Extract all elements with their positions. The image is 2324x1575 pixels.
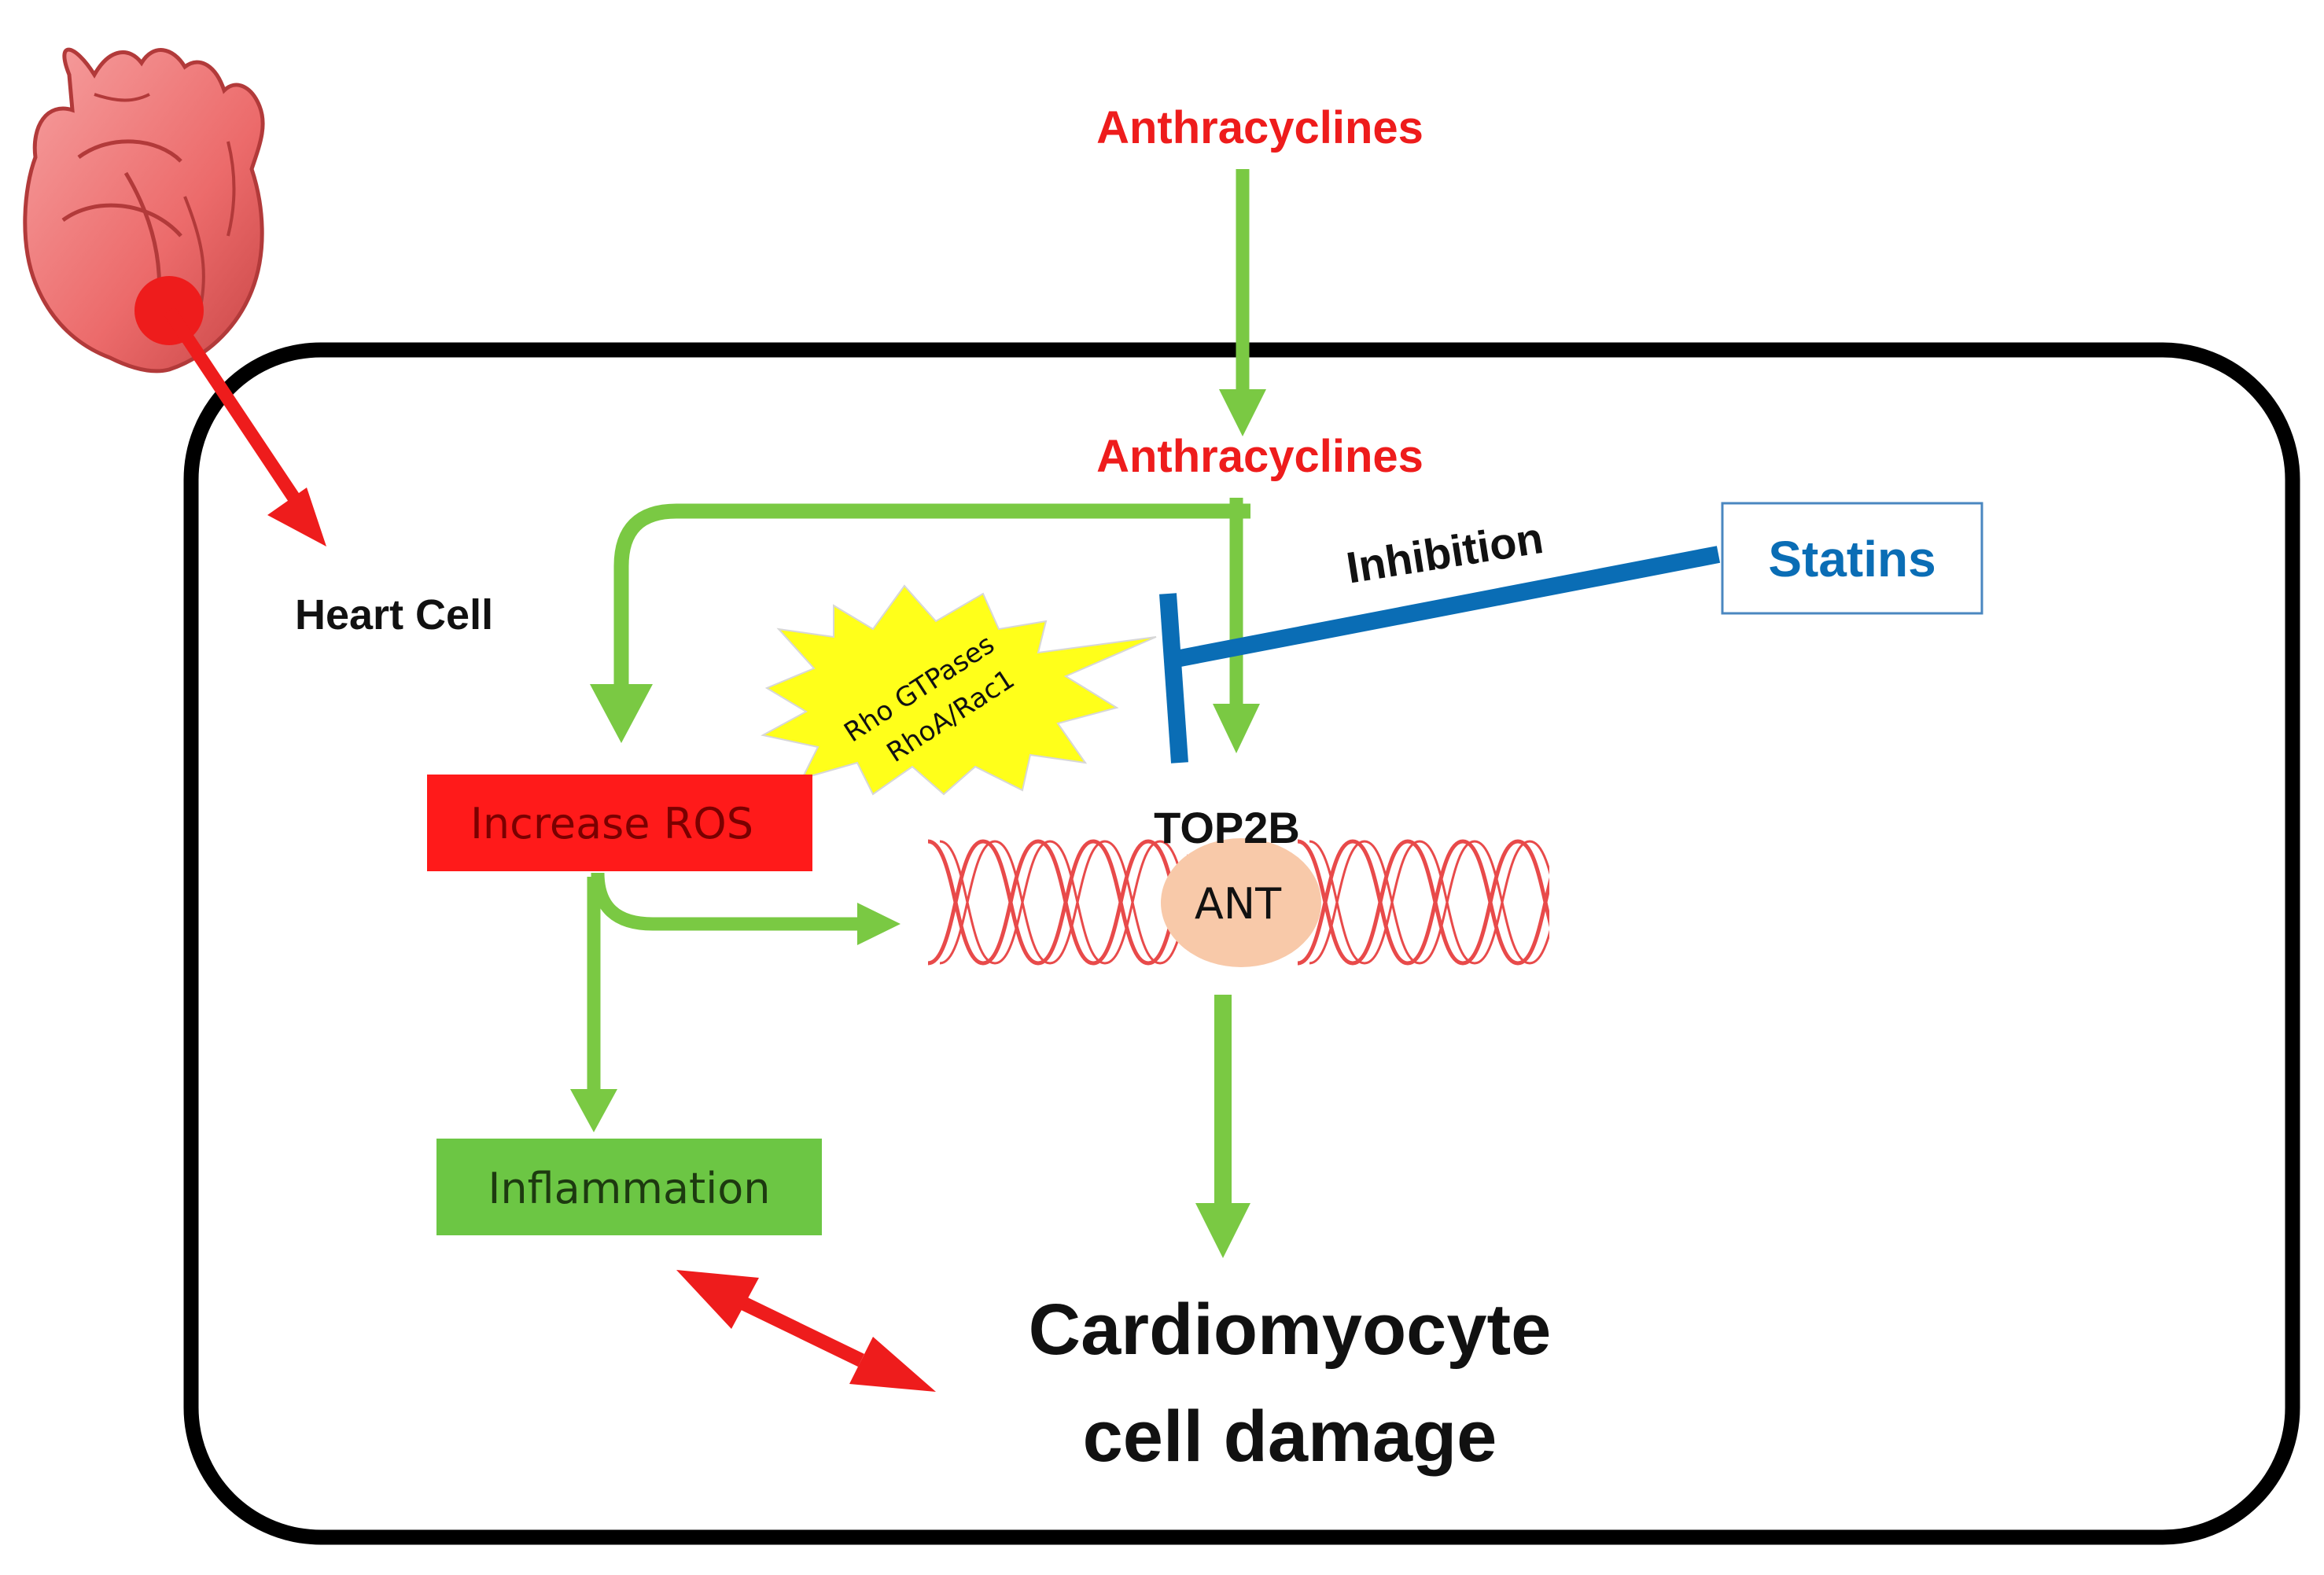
anthracyclines-inside-label: Anthracyclines xyxy=(1096,431,1423,482)
anthracyclines-outside-label: Anthracyclines xyxy=(1096,102,1423,153)
activation-arrows xyxy=(587,169,1250,1211)
uptake-arrowhead xyxy=(1219,389,1266,436)
top2b-arrowhead xyxy=(1213,704,1260,753)
increase-ros-box xyxy=(427,775,812,871)
ros-arrowhead xyxy=(590,684,653,743)
dna-to-damage-arrowhead xyxy=(1195,1203,1250,1258)
ros-to-dna-arrow xyxy=(591,872,861,931)
inhibition-bar xyxy=(1159,593,1188,764)
statins-label: Statins xyxy=(1768,531,1935,587)
heart-cell-label: Heart Cell xyxy=(295,591,493,638)
dna-helix xyxy=(928,839,1549,966)
rho-gtpase-starburst xyxy=(761,584,1157,796)
statin-inhibition xyxy=(1159,546,1721,764)
ant-label: ANT xyxy=(1195,879,1282,929)
inflammation-label: Inflammation xyxy=(488,1164,771,1213)
ros-to-inflammation-arrowhead xyxy=(570,1089,617,1132)
cardiomyocyte-label: Cardiomyocyte xyxy=(1029,1290,1552,1370)
ros-to-dna-arrowhead xyxy=(857,903,901,945)
statins-box xyxy=(1721,502,1983,615)
inhibition-line xyxy=(1166,546,1721,669)
top2b-label: TOP2B xyxy=(1154,803,1300,852)
inflammation-box xyxy=(436,1139,822,1235)
inflammation-damage-double-arrow xyxy=(676,1270,936,1392)
heart-to-cell-pointer xyxy=(134,276,326,546)
ant-complex xyxy=(1161,838,1321,967)
cell-damage-label: cell damage xyxy=(1083,1397,1497,1477)
inhibition-label: Inhibition xyxy=(1343,513,1547,593)
heart-icon xyxy=(23,47,265,374)
increase-ros-label: Increase ROS xyxy=(470,799,753,848)
ros-arrow xyxy=(613,503,1250,696)
